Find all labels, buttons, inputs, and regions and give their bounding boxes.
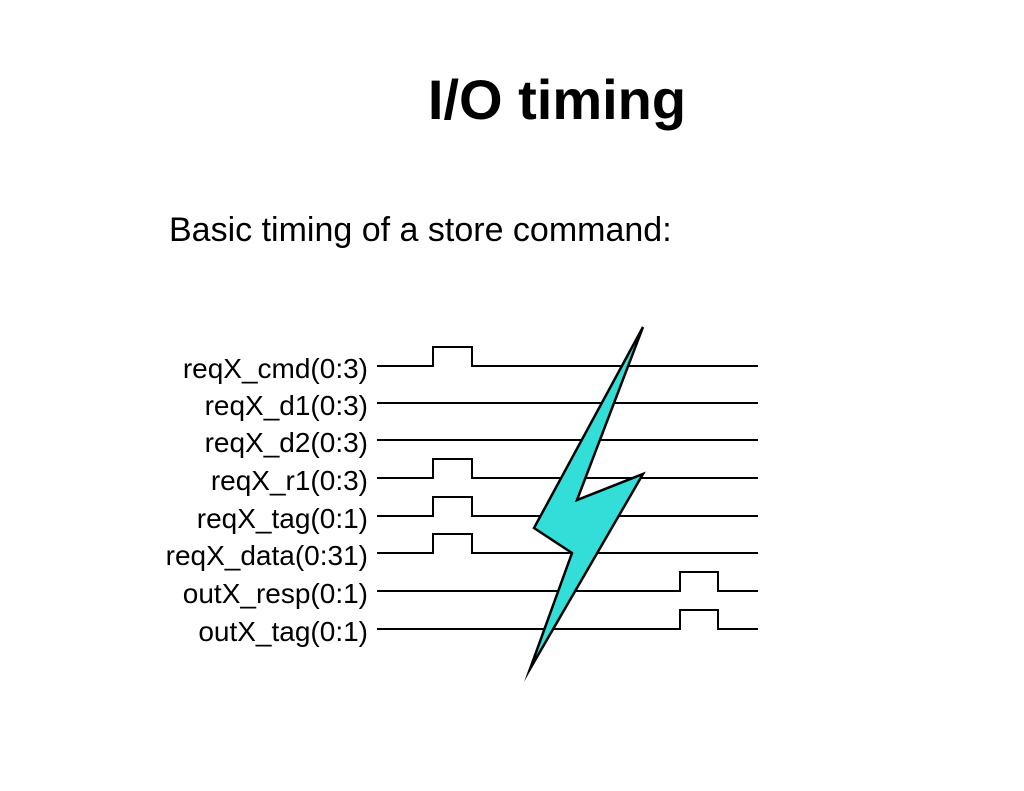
page-title: I/O timing (427, 68, 687, 131)
signal-label-reqx-r1: reqX_r1(0:3) (210, 465, 368, 496)
signal-waveform (377, 346, 758, 367)
signal-label-reqx-d2: reqX_d2(0:3) (204, 427, 368, 458)
signal-waveform (377, 496, 758, 517)
signal-label-reqx-d1: reqX_d1(0:3) (204, 390, 368, 421)
signal-label-reqx-tag: reqX_tag(0:1) (196, 503, 368, 534)
signal-waveform (377, 533, 758, 554)
signal-label-reqx-cmd: reqX_cmd(0:3) (182, 353, 368, 384)
signal-waveform (377, 609, 758, 630)
signal-label-outx-resp: outX_resp(0:1) (182, 578, 368, 609)
signal-waveform (377, 571, 758, 592)
signal-waveform (377, 458, 758, 479)
lightning-bolt-icon (524, 326, 646, 682)
signal-label-outx-tag: outX_tag(0:1) (198, 616, 368, 647)
signal-label-reqx-data: reqX_data(0:31) (165, 540, 368, 571)
subtitle-text: Basic timing of a store command: (169, 211, 672, 249)
